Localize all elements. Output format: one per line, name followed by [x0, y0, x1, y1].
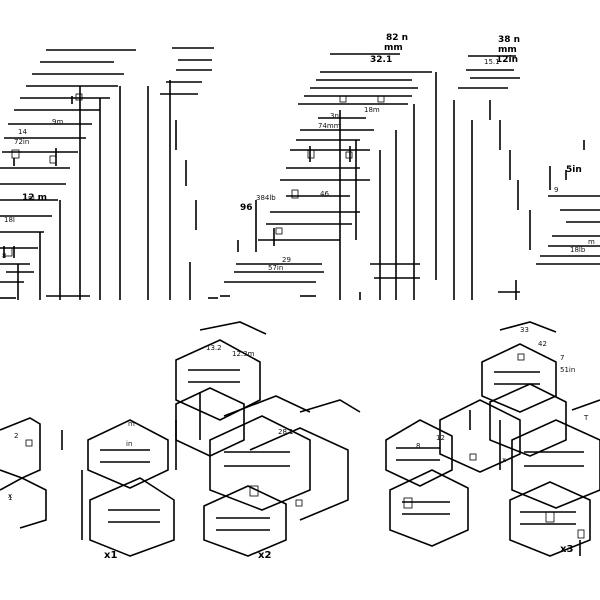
dim-label: mm [384, 43, 403, 53]
staircase-elevation-right [458, 55, 600, 300]
dim-label: 51in [560, 366, 575, 374]
dim-label: 8 [416, 442, 420, 450]
dim-label: 384lb [256, 194, 276, 202]
dim-label: 32.1 [370, 55, 392, 65]
dim-label: T [583, 414, 589, 422]
view-callouts: x1 x2 x3 [104, 544, 573, 561]
dim-label: 28.1 [278, 428, 294, 436]
callout-label: x2 [258, 550, 271, 561]
staircase-elevation-mid [220, 53, 473, 300]
dim-label: 12in [496, 55, 518, 65]
staircase-elevation-left [0, 49, 171, 300]
dim-label: 29 [282, 256, 291, 264]
dim-label: 82 n [386, 33, 408, 43]
dim-label: in [126, 440, 132, 448]
isometric-view-right [385, 321, 600, 557]
dim-label: 74mm [318, 122, 341, 130]
dim-label: 5in [566, 165, 582, 175]
dim-label: 12 m [22, 193, 47, 203]
dim-label: x [502, 456, 506, 464]
dim-label: 3n [330, 112, 339, 120]
dim-label: 13.2 [206, 344, 222, 352]
dim-label: 57in [268, 264, 283, 272]
dim-label: 72in [14, 138, 29, 146]
dim-label: 9m [52, 118, 63, 126]
dim-label: 7 [560, 354, 564, 362]
dim-label: 38 n [498, 35, 520, 45]
isometric-view-left [0, 321, 361, 557]
dim-label: 9 [554, 186, 558, 194]
dim-label: 1 [8, 494, 12, 502]
dim-label: 12 [436, 434, 445, 442]
dim-label: m [588, 238, 595, 246]
dim-label: 12.3m [232, 350, 255, 358]
dim-label: 18lb [570, 246, 586, 254]
callout-label: x1 [104, 550, 117, 561]
dimension-labels: 12 m 9m 14 72in m 18I 8 82 n mm 32.1 3n … [2, 33, 595, 502]
dim-label: 2 [14, 432, 18, 440]
callout-label: x3 [560, 544, 573, 555]
dim-label: 18m [364, 106, 380, 114]
dim-label: 8 [2, 252, 6, 260]
dim-label: m [128, 420, 135, 428]
dim-label: mm [498, 45, 517, 55]
dim-label: 15.1 [484, 58, 500, 66]
dim-label: 42 [538, 340, 547, 348]
dim-label: 46 [320, 190, 329, 198]
dim-label: 96 [240, 203, 253, 213]
column-elevation [160, 47, 218, 300]
dim-label: 18I [4, 216, 15, 224]
dim-label: 33 [520, 326, 529, 334]
dim-label: 14 [18, 128, 27, 136]
dim-label: x [8, 492, 12, 500]
dim-label: m [28, 194, 35, 202]
detail-marks [3, 93, 585, 539]
